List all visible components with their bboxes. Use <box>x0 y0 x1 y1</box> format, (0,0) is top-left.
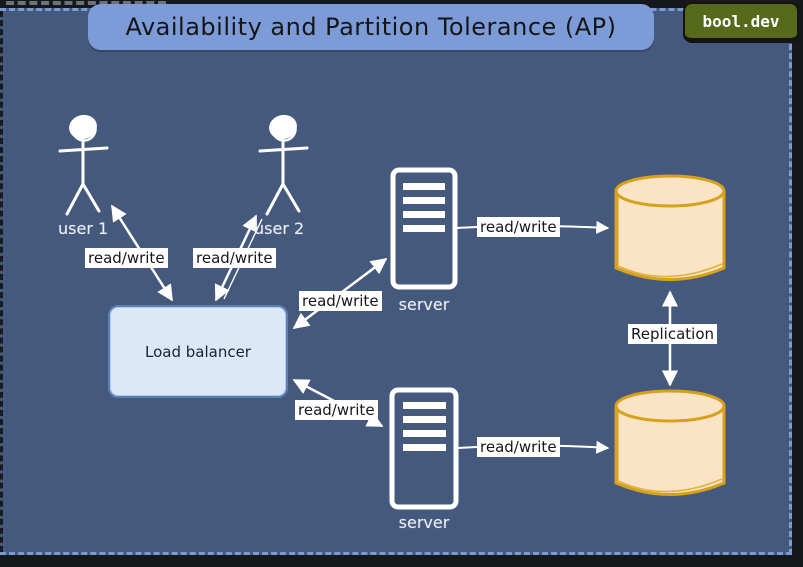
load-balancer-label: Load balancer <box>145 342 251 361</box>
frame-dashes <box>6 1 166 5</box>
server-icon <box>389 387 459 510</box>
user1-label: user 1 <box>58 219 109 238</box>
edge-label-lb-server2: read/write <box>295 400 378 420</box>
replication-label: Replication <box>628 324 718 344</box>
diagram-title-banner: Availability and Partition Tolerance (AP… <box>88 4 654 50</box>
database-icon <box>614 389 726 496</box>
brand-badge-label: bool.dev <box>702 11 780 31</box>
server1-label: server <box>398 295 450 314</box>
diagram-title: Availability and Partition Tolerance (AP… <box>125 13 617 41</box>
database-icon <box>614 174 726 281</box>
edge-label-lb-server1: read/write <box>299 291 382 311</box>
edge-label-user1-lb: read/write <box>85 248 168 268</box>
server2-label: server <box>398 513 450 532</box>
user-icon <box>258 110 309 216</box>
edge-label-server2-db2: read/write <box>477 437 560 457</box>
user-icon <box>58 110 109 216</box>
edge-label-user2-lb: read/write <box>193 248 276 268</box>
brand-badge: bool.dev <box>683 2 799 43</box>
load-balancer-node: Load balancer <box>108 305 288 398</box>
user2-label: user 2 <box>254 219 305 238</box>
server-icon <box>390 167 458 290</box>
edge-label-server1-db1: read/write <box>477 217 560 237</box>
